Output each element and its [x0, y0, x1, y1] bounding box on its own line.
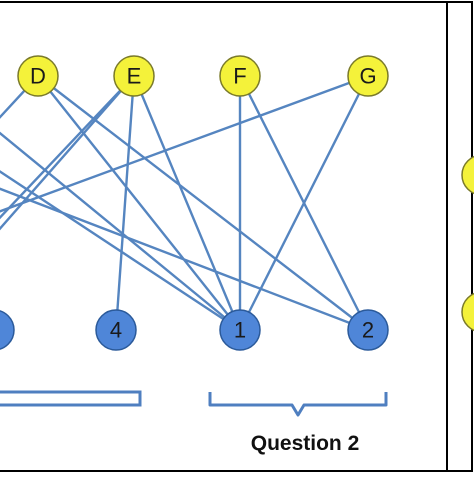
node-G: G: [348, 56, 388, 96]
node-4-label: 4: [110, 318, 122, 343]
node-1: 1: [220, 310, 260, 350]
edge-E-4: [116, 76, 134, 330]
edge-D-1: [38, 76, 240, 330]
node-4: 4: [96, 310, 136, 350]
brackets-group: Question 2: [0, 392, 386, 455]
node-G-label: G: [359, 64, 376, 89]
node-2-label: 2: [362, 318, 374, 343]
node-2: 2: [348, 310, 388, 350]
edges-group: [0, 76, 368, 330]
node-F: F: [220, 56, 260, 96]
edge-E-1: [134, 76, 240, 330]
bracket-question-1: [0, 392, 140, 405]
group-label-question-2: Question 2: [251, 432, 360, 455]
node-D-label: D: [30, 64, 46, 89]
node-1-label: 1: [234, 318, 246, 343]
node-E-label: E: [127, 64, 142, 89]
edge-D-2: [38, 76, 368, 330]
node-D: D: [18, 56, 58, 96]
edge-offscreen-1: [0, 125, 240, 330]
edge-offscreen-2: [0, 165, 240, 330]
top-nodes-group: D E F G: [18, 56, 474, 332]
node-F-label: F: [233, 64, 246, 89]
node-3-circle: [0, 310, 14, 350]
node-partial-right-1: [462, 155, 474, 195]
node-E: E: [114, 56, 154, 96]
node-3: 3: [0, 310, 14, 350]
node-partial-right-2: [462, 292, 474, 332]
bracket-question-2: [210, 392, 386, 415]
